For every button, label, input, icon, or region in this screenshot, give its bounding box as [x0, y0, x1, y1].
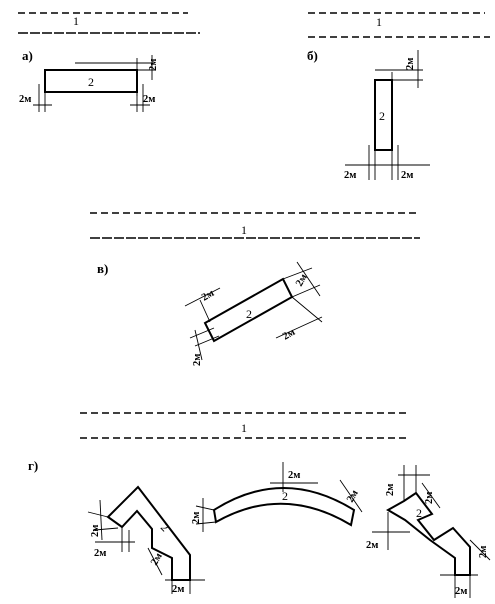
extension-line [94, 527, 119, 531]
panel-label-a: а) [22, 48, 33, 63]
dimension-label: 2м [192, 354, 203, 366]
dimension-label: 2м [288, 470, 300, 481]
dimension-label: 2м [405, 58, 416, 70]
road-label: 1 [241, 223, 247, 237]
dimension-line [275, 316, 323, 339]
dimension-line [296, 261, 321, 297]
dimension-label: 2м [94, 548, 106, 559]
dimension-label: 2м [455, 586, 467, 597]
dimension-label: 2м [424, 492, 435, 504]
road-label: 1 [376, 15, 382, 29]
road-label: 1 [241, 421, 247, 435]
extension-line [189, 327, 215, 339]
dimension-label: 2м [385, 484, 396, 496]
dimension-line [339, 479, 363, 513]
dimension-label: 2м [143, 94, 155, 105]
extension-line [194, 335, 220, 347]
dimension-label: 2м [149, 551, 165, 567]
dimension-label: 2м [200, 288, 216, 304]
panel-label-v: в) [97, 261, 108, 276]
dimension-label: 2м [344, 170, 356, 181]
dimension-line [99, 499, 103, 541]
dimension-line [469, 539, 491, 561]
extension-line [291, 284, 321, 298]
dimension-label: 2м [191, 512, 202, 524]
dimension-line [147, 547, 163, 576]
extension-line [282, 267, 313, 280]
dimension-label: 2м [366, 540, 378, 551]
platform-label: 2 [88, 75, 94, 89]
dimension-label: 2м [478, 546, 489, 558]
panel-g: 1 г) 2 2м 2м 2м 2м 2 2м 2м 2м 2 [28, 412, 491, 598]
dimension-label: 2м [401, 170, 413, 181]
panel-b: 1 б) 2 2м 2м 2м [307, 12, 490, 181]
road-label: 1 [73, 14, 79, 28]
extension-line [195, 505, 215, 511]
dimension-label: 2м [90, 525, 101, 537]
panel-v: 1 в) 2 2м 2м 2м 2м [90, 212, 420, 366]
dimension-label: 2м [294, 272, 310, 288]
panel-label-b: б) [307, 48, 318, 63]
platform-label: 2 [246, 307, 252, 321]
dimension-label: 2м [172, 584, 184, 595]
extension-line [291, 296, 323, 323]
dimension-label: 2м [345, 488, 361, 504]
platform-curved [212, 487, 356, 527]
platform-label: 2 [416, 506, 422, 520]
platform-stepped [385, 491, 471, 576]
dimension-line [184, 287, 221, 307]
panel-label-g: г) [28, 458, 38, 473]
dimension-line [421, 482, 441, 509]
dimension-label: 2м [19, 94, 31, 105]
platform [374, 79, 393, 151]
extension-line [195, 521, 217, 525]
platform-label: 2 [379, 109, 385, 123]
extension-line [87, 511, 109, 518]
platform-l-shape [106, 485, 191, 581]
dimension-label: 2м [148, 59, 159, 71]
extension-line [199, 299, 211, 323]
platform-label: 2 [282, 489, 288, 503]
dimension-line [194, 329, 203, 361]
dimension-label: 2м [281, 327, 297, 343]
panel-a: 1 а) 2 2м 2м 2м [18, 12, 200, 112]
